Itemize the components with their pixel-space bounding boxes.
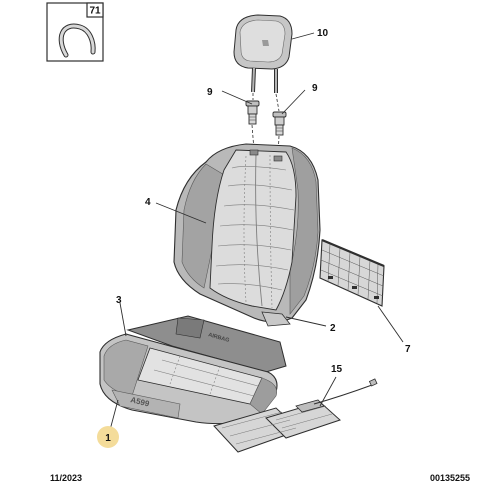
date-label: 11/2023 bbox=[50, 473, 83, 483]
airbag-marking: AIRBAG bbox=[207, 332, 230, 344]
callout-10: 10 bbox=[317, 28, 329, 39]
seat-cushion: A599 AIRBAG bbox=[99, 315, 287, 425]
callout-2: 2 bbox=[330, 323, 336, 334]
headrest bbox=[233, 14, 293, 93]
callout-9-left: 9 bbox=[207, 87, 213, 98]
headrest-guide-left bbox=[245, 100, 260, 125]
seat-backrest bbox=[173, 143, 321, 327]
seat-heating-mat bbox=[213, 378, 378, 453]
inset-box: 71 bbox=[46, 2, 104, 62]
callout-1: 1 bbox=[105, 433, 111, 444]
callout-1-highlight bbox=[97, 426, 119, 448]
callout-labels: 10 9 9 4 2 7 3 15 1 bbox=[97, 28, 411, 448]
callout-4: 4 bbox=[145, 197, 151, 208]
callout-15: 15 bbox=[331, 364, 343, 375]
callout-7: 7 bbox=[405, 344, 411, 355]
trim-clip-part bbox=[58, 23, 96, 58]
map-pocket-net bbox=[319, 238, 385, 307]
callout-9-right: 9 bbox=[312, 83, 318, 94]
headrest-guide-right bbox=[272, 111, 287, 136]
document-number: 00135255 bbox=[429, 473, 470, 483]
callout-71: 71 bbox=[89, 6, 101, 17]
leader-lines bbox=[109, 32, 404, 431]
callout-3: 3 bbox=[116, 295, 122, 306]
